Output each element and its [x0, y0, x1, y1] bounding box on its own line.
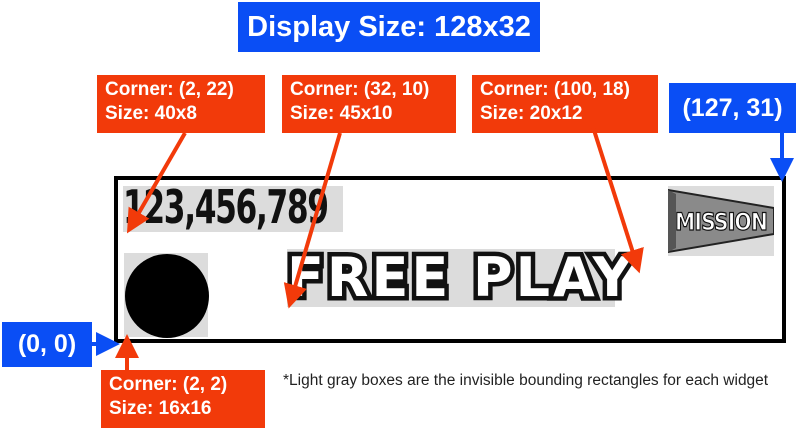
freeplay-bounding-box — [287, 249, 615, 307]
circle-widget — [125, 254, 209, 338]
mission-size-text: Size: 20x12 — [480, 103, 583, 124]
score-widget-text: 123,456,789 — [123, 180, 329, 234]
top-right-coordinate-label: (127, 31) — [669, 83, 796, 133]
mission-widget-annotation: Corner: (100, 18) Size: 20x12 — [472, 75, 658, 133]
mission-logo-text: MISSION — [675, 208, 767, 236]
score-corner-text: Corner: (2, 22) — [105, 79, 234, 100]
freeplay-size-text: Size: 45x10 — [290, 103, 393, 124]
origin-coordinate-label: (0, 0) — [2, 322, 92, 367]
score-bounding-box — [123, 186, 343, 232]
freeplay-corner-text: Corner: (32, 10) — [290, 79, 430, 100]
score-arrow — [126, 131, 187, 234]
display-size-title-text: Display Size: 128x32 — [247, 10, 531, 43]
circle-corner-text: Corner: (2, 2) — [109, 374, 228, 395]
freeplay-widget-text: FREE PLAY — [283, 242, 637, 313]
circle-widget-annotation: Corner: (2, 2) Size: 16x16 — [101, 370, 265, 428]
score-size-text: Size: 40x8 — [105, 103, 197, 124]
mission-logo: MISSION — [668, 188, 774, 254]
circle-size-text: Size: 16x16 — [109, 398, 212, 419]
mission-corner-text: Corner: (100, 18) — [480, 79, 630, 100]
display-size-title: Display Size: 128x32 — [238, 2, 540, 52]
score-widget-annotation: Corner: (2, 22) Size: 40x8 — [97, 75, 265, 133]
freeplay-widget-annotation: Corner: (32, 10) Size: 45x10 — [282, 75, 456, 133]
mission-arrow — [591, 126, 644, 274]
top-right-coordinate-text: (127, 31) — [682, 93, 783, 122]
freeplay-arrow — [283, 132, 342, 309]
bounding-box-footnote: *Light gray boxes are the invisible boun… — [283, 372, 769, 389]
origin-coordinate-text: (0, 0) — [17, 330, 77, 358]
